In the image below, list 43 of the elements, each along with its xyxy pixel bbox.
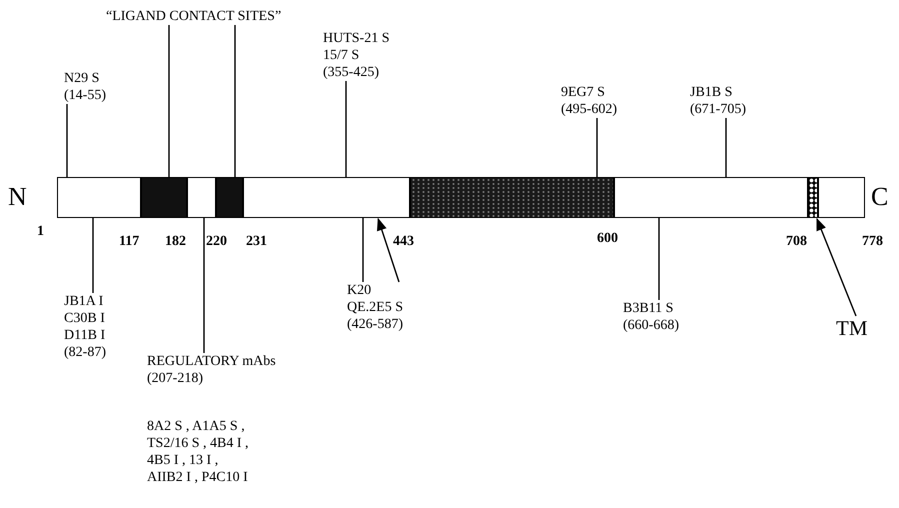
- residue-number: 220: [206, 234, 227, 250]
- site-heading: “LIGAND CONTACT SITES”: [106, 8, 316, 25]
- leader-line: [203, 218, 205, 353]
- leader-line: [234, 25, 236, 177]
- residue-number: 182: [165, 234, 186, 250]
- domain-segment: [141, 177, 187, 218]
- leader-line: [596, 118, 598, 177]
- arrow: [376, 218, 400, 282]
- domain-segment: [410, 177, 614, 218]
- antibody-label: 9EG7 S (495-602): [561, 84, 631, 118]
- leader-line: [725, 118, 727, 177]
- residue-number: 443: [393, 234, 414, 250]
- leader-line: [345, 81, 347, 177]
- domain-segment: [614, 177, 808, 218]
- domain-label: TM: [836, 316, 876, 340]
- leader-line: [168, 25, 170, 177]
- residue-number: 778: [862, 234, 883, 250]
- leader-line: [362, 218, 364, 282]
- leader-line: [66, 104, 68, 177]
- domain-segment: [57, 177, 141, 218]
- terminus-label: N: [8, 183, 27, 211]
- antibody-label: JB1B S (671-705): [690, 84, 760, 118]
- domain-segment: [187, 177, 216, 218]
- residue-number: 1: [37, 224, 44, 240]
- antibody-label: K20 QE.2E5 S (426-587): [347, 282, 407, 333]
- domain-segment: [818, 177, 865, 218]
- residue-number: 231: [246, 234, 267, 250]
- antibody-label: 8A2 S , A1A5 S , TS2/16 S , 4B4 I , 4B5 I , 13 I , AIIB2 I , P4C10 I: [147, 418, 250, 486]
- residue-number: 600: [597, 231, 618, 247]
- terminus-label: C: [871, 183, 888, 211]
- leader-line: [658, 218, 660, 300]
- domain-segment: [216, 177, 243, 218]
- antibody-label: B3B11 S (660-668): [623, 300, 703, 334]
- antibody-label: JB1A I C30B I D11B I (82-87): [64, 293, 124, 361]
- domain-segment: [808, 177, 818, 218]
- arrow: [816, 218, 857, 316]
- domain-segment: [243, 177, 410, 218]
- antibody-label: HUTS-21 S 15/7 S (355-425): [323, 30, 399, 81]
- leader-line: [92, 218, 94, 293]
- residue-number: 117: [119, 234, 140, 250]
- antibody-label: REGULATORY mAbs (207-218): [147, 353, 277, 387]
- residue-number: 708: [786, 234, 807, 250]
- antibody-label: N29 S (14-55): [64, 70, 120, 104]
